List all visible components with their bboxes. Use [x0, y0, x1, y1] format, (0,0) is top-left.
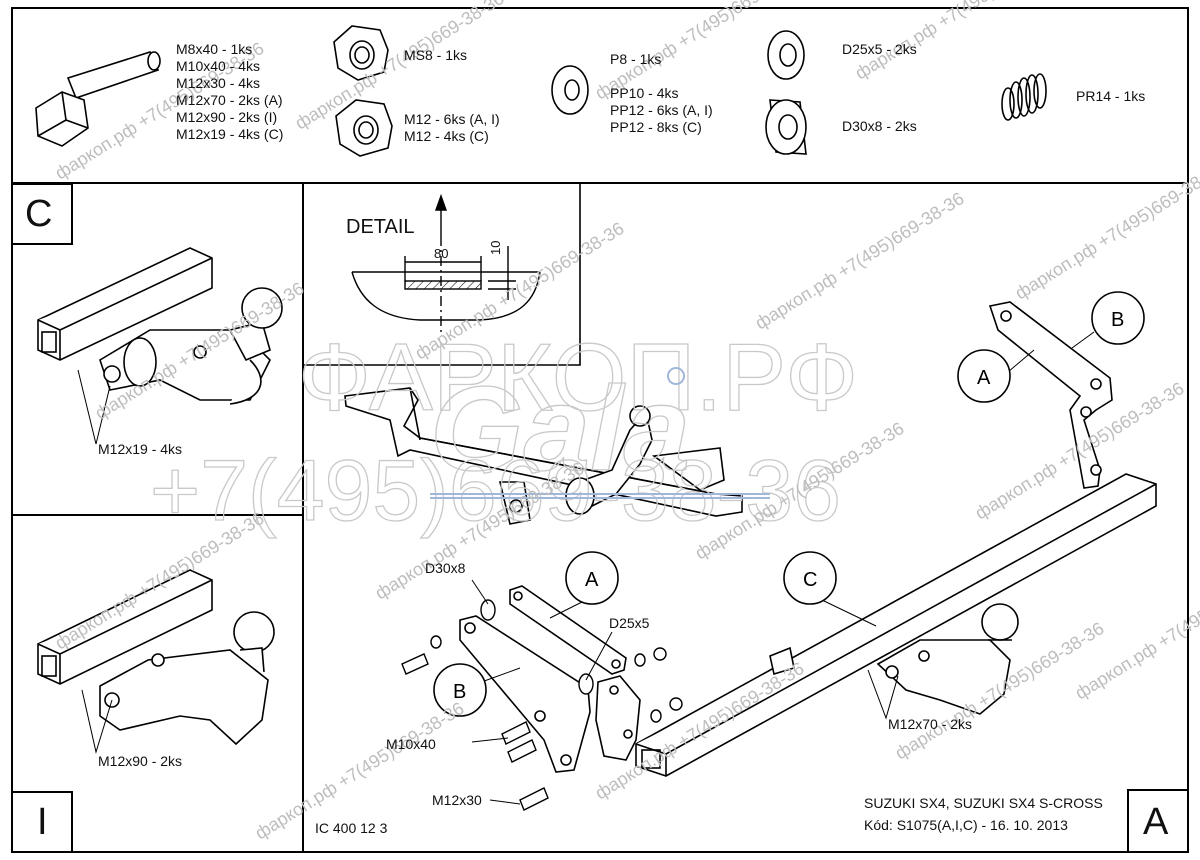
- bolt-item: M12x90 - 2ks (I): [176, 109, 278, 125]
- callout-a-top: A: [977, 367, 991, 389]
- washer-pp-list: PP10 - 4ks PP12 - 6ks (A, I) PP12 - 8ks …: [610, 85, 713, 136]
- watermark-logo: Gala: [430, 362, 690, 496]
- nut-m12-item: M12 - 6ks (A, I): [404, 111, 500, 127]
- spring-icon: [1001, 73, 1047, 121]
- spring-label: PR14 - 1ks: [1076, 88, 1146, 104]
- spacer-d30-label: D30x8 - 2ks: [842, 118, 917, 134]
- bolt-item: M12x19 - 4ks (C): [176, 126, 284, 142]
- main-crossbar: [635, 473, 1157, 777]
- hitch-variant-c: [37, 247, 283, 405]
- side-bracket-right: [988, 301, 1113, 489]
- washer-pp-item: PP10 - 4ks: [610, 85, 679, 101]
- panel-c-label: M12x19 - 4ks: [98, 441, 183, 457]
- bolt-item: M12x30 - 4ks: [176, 75, 261, 91]
- nut-m12-icon: [335, 99, 393, 157]
- m12x30-label: M12x30: [432, 792, 482, 808]
- bolt-item: M12x70 - 2ks (A): [176, 92, 283, 108]
- hitch-variant-i: [37, 569, 275, 746]
- spacer-d30-icon: [765, 99, 807, 155]
- detail-dim-height: 10: [488, 240, 503, 255]
- callout-lines-c: [77, 369, 111, 445]
- detail-title: DETAIL: [346, 216, 415, 238]
- washer-pp-item: PP12 - 8ks (C): [610, 119, 702, 135]
- callout-circles: [433, 291, 1145, 717]
- drawing-code: IC 400 12 3: [315, 820, 388, 836]
- corner-letter: A: [1143, 801, 1169, 843]
- d30x8-label: D30x8: [425, 560, 466, 576]
- washer-p8-label: P8 - 1ks: [610, 51, 662, 67]
- side-bracket-left: [459, 585, 641, 773]
- nut-m8-icon: [333, 25, 389, 81]
- bolt-item: M8x40 - 1ks: [176, 41, 253, 57]
- d25x5-label: D25x5: [609, 615, 650, 631]
- detail-dim-width: 80: [434, 246, 449, 261]
- detail-section: [351, 193, 541, 332]
- assembled-hitch-view: [344, 387, 743, 525]
- bolt-icon: [35, 51, 161, 147]
- spacer-d25-label: D25x5 - 2ks: [842, 41, 917, 57]
- loose-fasteners: [401, 599, 683, 811]
- bolt-item: M10x40 - 4ks: [176, 58, 261, 74]
- spacer-d25-icon: [767, 30, 805, 80]
- callout-b-top: B: [1111, 309, 1124, 331]
- watermark-brand: ФАРКОП.РФ: [298, 324, 858, 431]
- panel-i-letter: I: [37, 801, 48, 843]
- watermark-phone: +7(495)669-38-36: [150, 443, 841, 539]
- detail-box: [303, 183, 581, 366]
- callout-a-mid: A: [585, 569, 599, 591]
- washer-pp-item: PP12 - 6ks (A, I): [610, 102, 713, 118]
- panel-c-letter: C: [25, 193, 53, 235]
- sheet-frame: [11, 7, 1189, 853]
- m10x40-label: M10x40: [386, 736, 436, 752]
- nut-m12-item: M12 - 4ks (C): [404, 128, 489, 144]
- m12x70-label: M12x70 - 2ks: [888, 716, 973, 732]
- kod-line: Kód: S1075(A,I,C) - 16. 10. 2013: [864, 817, 1068, 833]
- callout-c-mid: C: [803, 569, 817, 591]
- watermark-small-text: фаркоп.рф +7(495)669-38-36: [1012, 158, 1200, 303]
- washer-p8-icon: [551, 65, 589, 115]
- watermark-small-text: фаркоп.рф +7(495)669-38-36: [752, 188, 968, 333]
- callout-b-mid: B: [453, 681, 466, 703]
- panel-i-label: M12x90 - 2ks: [98, 753, 183, 769]
- bolt-list: M8x40 - 1ks M10x40 - 4ks M12x30 - 4ks M1…: [176, 41, 283, 143]
- callout-lines-i: [81, 689, 113, 754]
- nut-m12-list: M12 - 6ks (A, I) M12 - 4ks (C): [404, 111, 500, 145]
- nut-m8-label: MS8 - 1ks: [404, 47, 468, 63]
- vehicle-name: SUZUKI SX4, SUZUKI SX4 S-CROSS: [864, 795, 1103, 811]
- hitch-ball-arm: [769, 603, 1019, 715]
